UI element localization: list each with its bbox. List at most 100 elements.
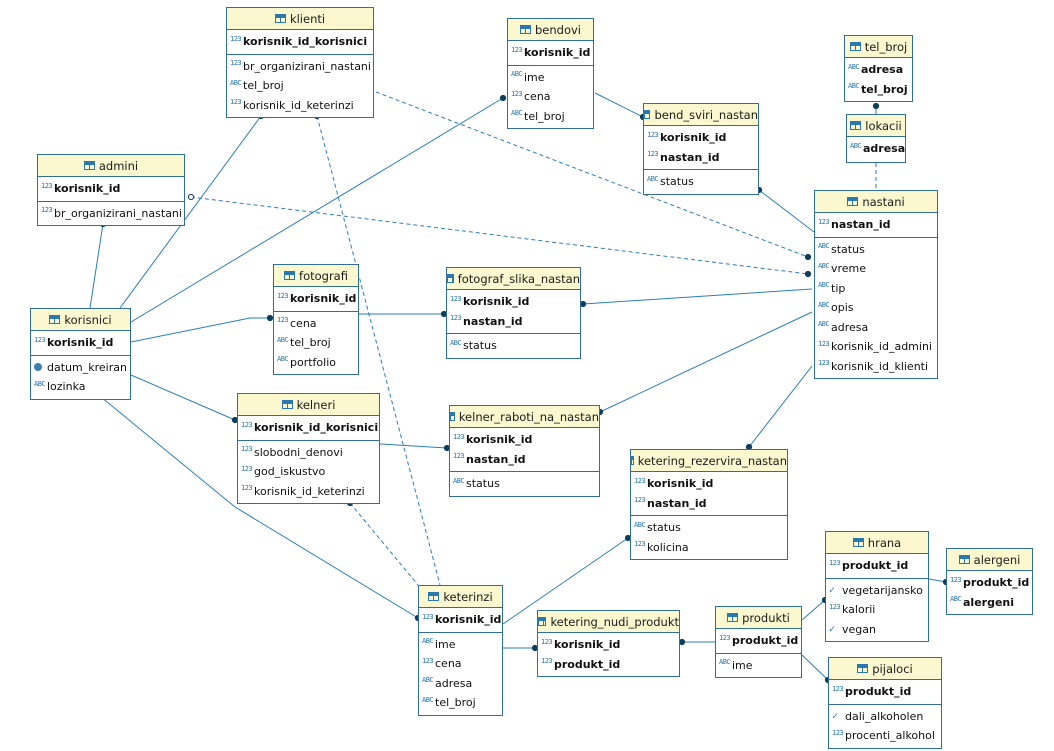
entity-header[interactable]: nastani: [815, 191, 937, 213]
entity-header[interactable]: bend_sviri_nastan: [644, 104, 758, 126]
entity-header[interactable]: hrana: [826, 532, 928, 554]
entity-header[interactable]: kelner_raboti_na_nastan: [450, 406, 599, 428]
entity-header[interactable]: fotograf_slika_nastan: [447, 268, 580, 290]
column-row[interactable]: ✓vegetarijansko: [826, 581, 928, 601]
entity-header[interactable]: kelneri: [238, 394, 379, 416]
entity-header[interactable]: ketering_nudi_produkt: [538, 611, 679, 633]
entity-header[interactable]: fotografi: [274, 265, 358, 287]
column-row[interactable]: ✓vegan: [826, 620, 928, 640]
entity-header[interactable]: keterinzi: [419, 586, 502, 608]
entity-header[interactable]: bendovi: [508, 19, 593, 41]
entity-header[interactable]: ketering_rezervira_nastan: [631, 450, 787, 472]
entity-header[interactable]: produkti: [716, 607, 801, 629]
entity-header[interactable]: pijaloci: [829, 658, 941, 680]
entity-header[interactable]: lokacii: [847, 115, 905, 137]
column-row[interactable]: datum_kreiran: [31, 358, 130, 378]
entity-header[interactable]: alergeni: [947, 549, 1032, 571]
entity-header[interactable]: klienti: [227, 8, 373, 30]
entity-header[interactable]: korisnici: [31, 309, 130, 331]
column-row[interactable]: ✓dali_alkoholen: [829, 707, 941, 727]
entity-header[interactable]: tel_broj: [845, 36, 912, 58]
entity-header[interactable]: admini: [38, 155, 184, 177]
